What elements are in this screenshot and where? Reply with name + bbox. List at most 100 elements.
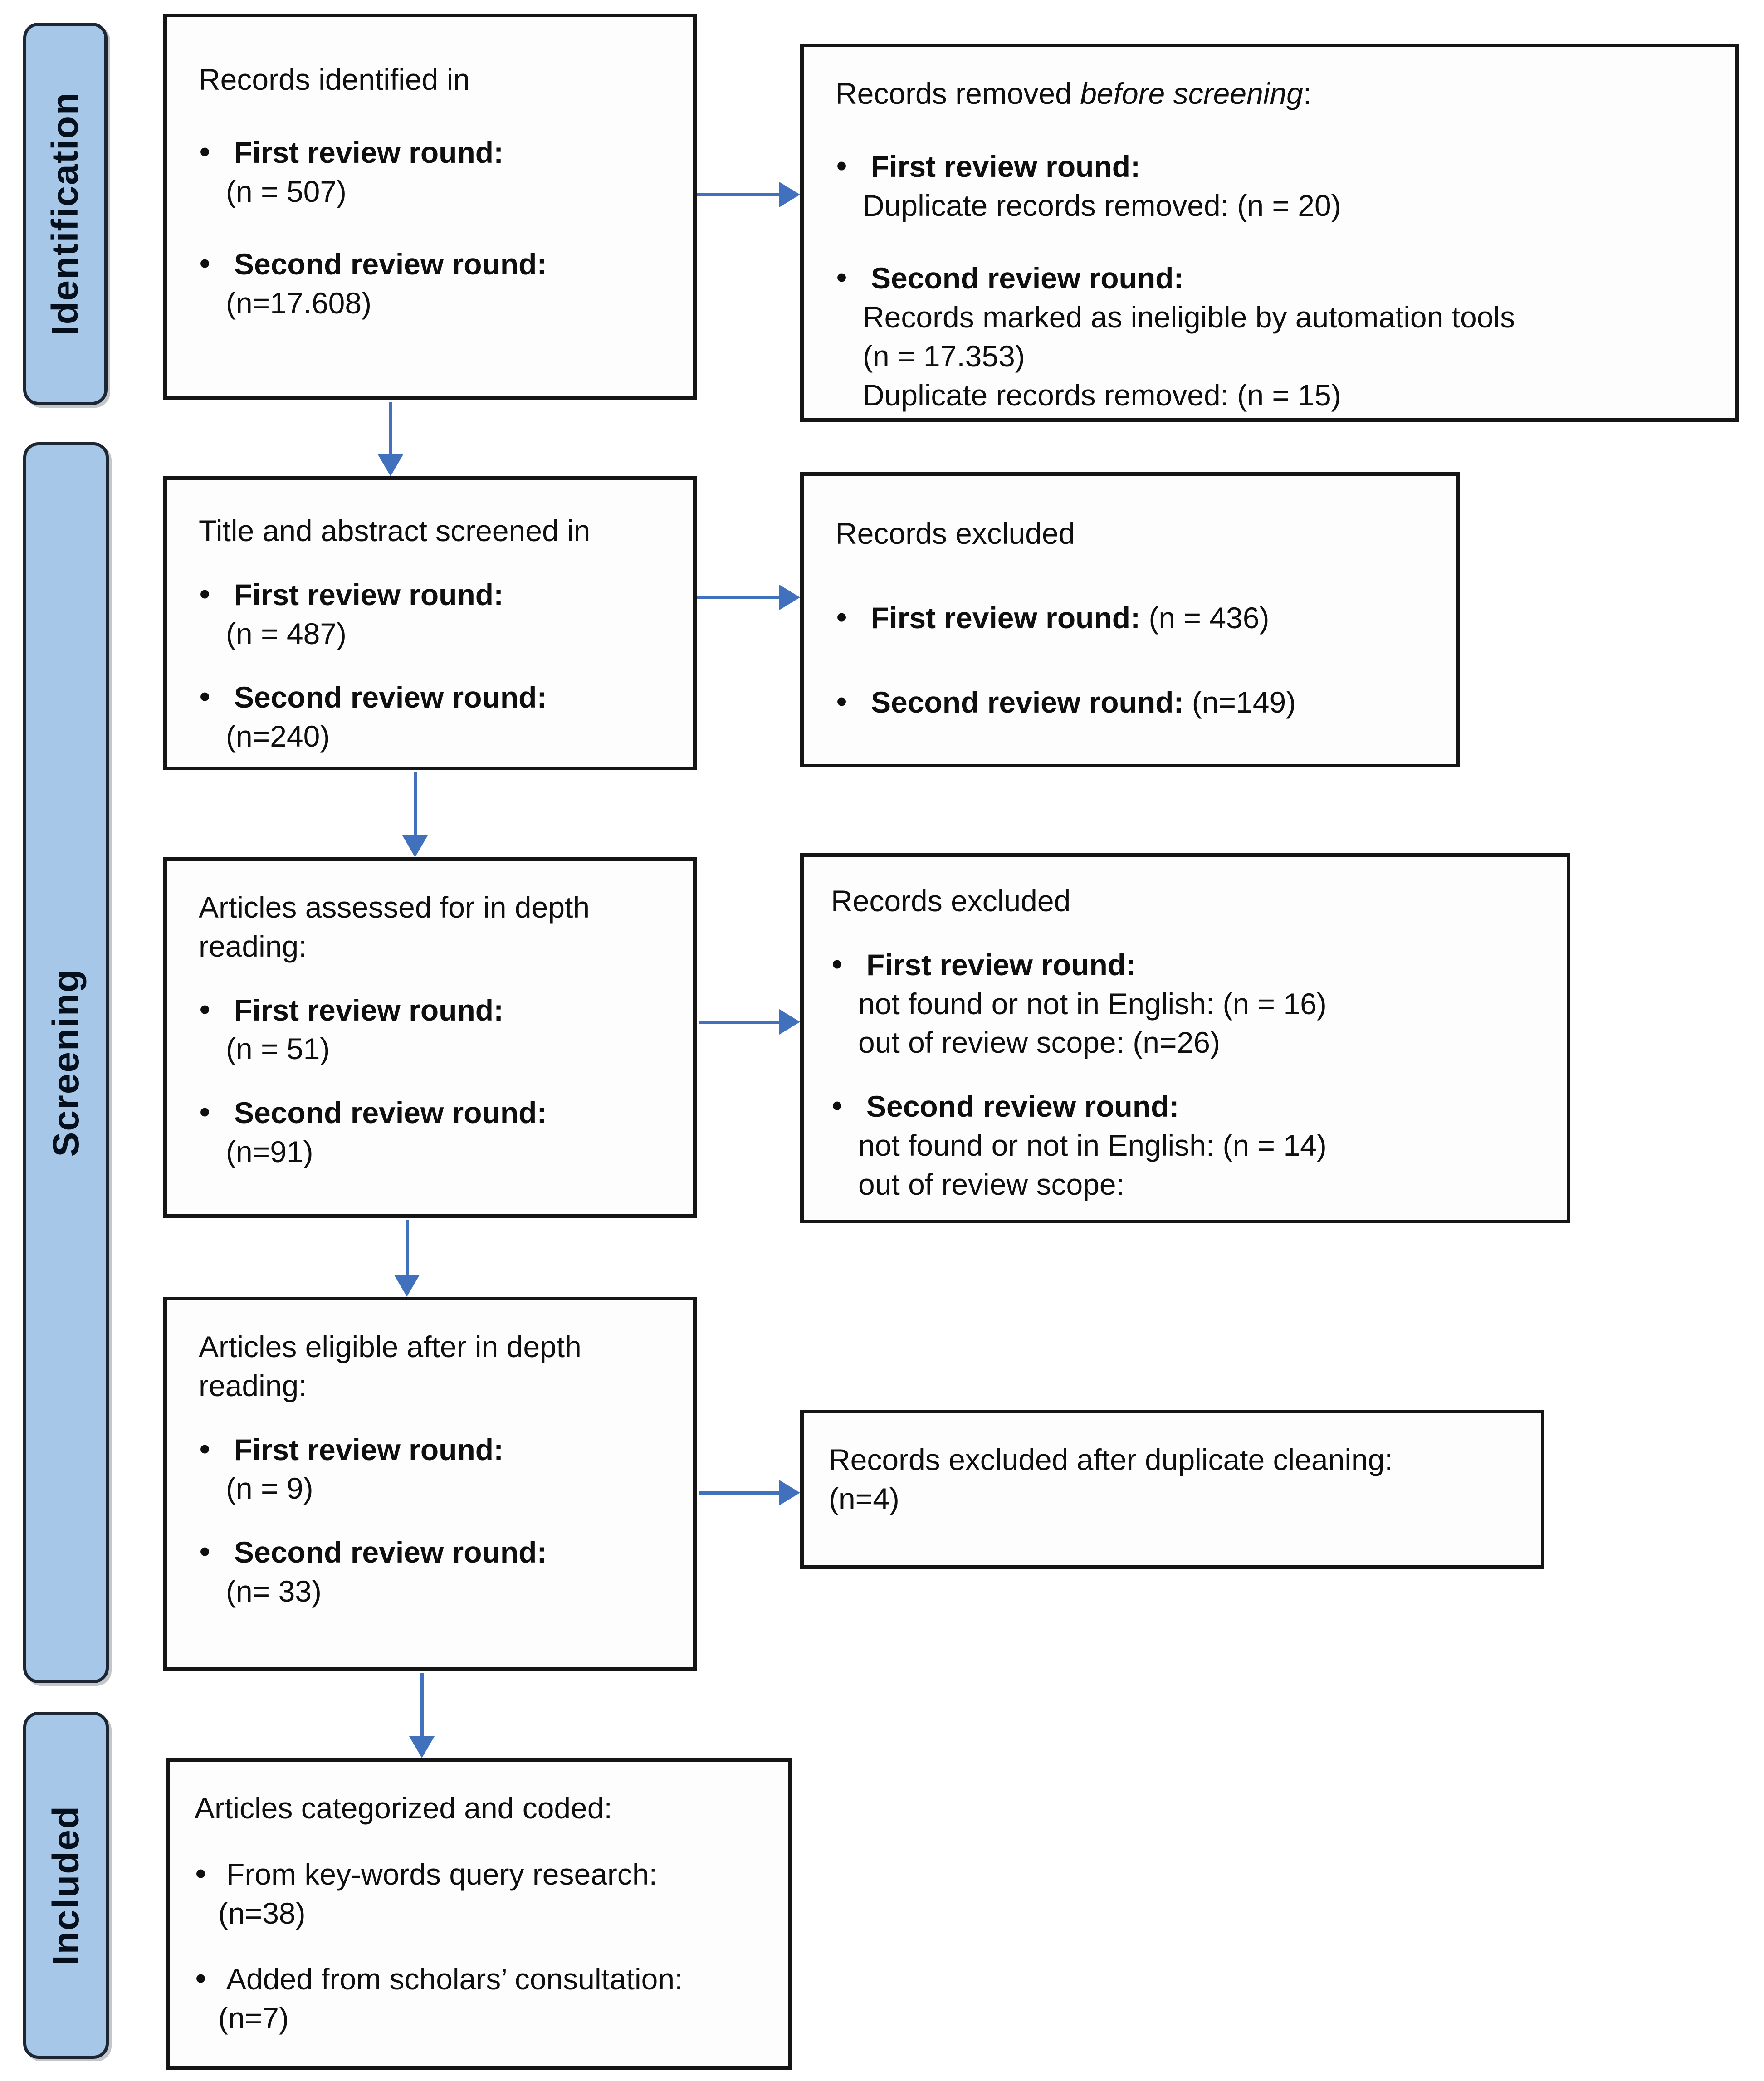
stage-label: Identification — [44, 92, 86, 336]
box-title: Records excluded — [831, 884, 1071, 918]
bullet-icon: • — [200, 1095, 210, 1129]
bullet-label: First review round: — [234, 135, 504, 169]
count-value: (n=91) — [226, 1134, 313, 1168]
list-item: • First review round: (n = 436) — [836, 599, 1438, 638]
box-title: Title and abstract screened in — [199, 514, 591, 547]
title-line: reading: — [199, 1368, 307, 1402]
arrowhead-down-icon — [409, 1736, 435, 1758]
list-item: • Second review round: not found or not … — [831, 1087, 1549, 1204]
bullet-icon: • — [832, 1089, 843, 1123]
count-value: (n=240) — [226, 719, 330, 753]
count-value: (n = 9) — [226, 1471, 313, 1505]
bullet-label: First review round: — [234, 1432, 504, 1466]
arrowhead-right-icon — [779, 585, 800, 610]
stage-label: Screening — [45, 968, 87, 1157]
count-value: (n = 51) — [226, 1032, 330, 1066]
count-value: (n=149) — [1183, 685, 1296, 719]
bullet-icon: • — [836, 600, 847, 634]
bullet-icon: • — [836, 260, 847, 294]
bullet-label: First review round: — [234, 993, 504, 1027]
bullet-icon: • — [836, 684, 847, 718]
box-articles-categorized: Articles categorized and coded: • From k… — [166, 1758, 792, 2070]
list-item: • First review round: (n = 487) — [199, 576, 675, 654]
title-line: reading: — [199, 929, 307, 963]
list-item: • Second review round: (n=240) — [199, 678, 675, 756]
count-value: (n=17.608) — [226, 286, 372, 320]
arrowhead-down-icon — [394, 1275, 420, 1297]
count-value: (n=7) — [218, 2001, 289, 2035]
bullet-icon: • — [200, 1534, 210, 1568]
stage-identification: Identification — [23, 23, 108, 405]
bullet-label: Second review round: — [234, 247, 547, 281]
arrowhead-right-icon — [779, 182, 800, 207]
detail-line: not found or not in English: (n = 14) — [858, 1128, 1327, 1162]
list-item: • Second review round: (n=91) — [199, 1094, 675, 1172]
detail-line: out of review scope: — [858, 1167, 1124, 1201]
bullet-label: First review round: — [871, 149, 1141, 183]
stage-label: Included — [45, 1805, 87, 1966]
count-value: (n = 507) — [226, 174, 347, 208]
arrowhead-down-icon — [402, 835, 428, 857]
bullet-label: First review round: — [871, 601, 1141, 635]
detail-line: Records marked as ineligible by automati… — [863, 300, 1515, 334]
list-item: • Second review round: (n=17.608) — [199, 245, 675, 323]
list-item: • Second review round: (n=149) — [836, 683, 1438, 722]
bullet-icon: • — [836, 148, 847, 182]
bullet-icon: • — [832, 947, 843, 981]
box-text: Records excluded after duplicate cleanin… — [829, 1443, 1393, 1476]
detail-line: out of review scope: (n=26) — [858, 1026, 1220, 1060]
title-text: Records removed — [836, 77, 1080, 110]
list-item: • First review round: (n = 9) — [199, 1431, 675, 1509]
arrowhead-down-icon — [378, 454, 403, 476]
bullet-icon: • — [195, 1961, 206, 1995]
title-text: : — [1303, 77, 1312, 110]
bullet-label: First review round: — [234, 577, 504, 611]
box-title: Records identified in — [199, 63, 470, 96]
count-value: (n = 487) — [226, 616, 347, 650]
bullet-label: Second review round: — [234, 1535, 547, 1569]
box-title: Records removed before screening: — [836, 74, 1717, 113]
box-title: Articles categorized and coded: — [195, 1791, 612, 1825]
count-value: (n = 436) — [1140, 601, 1270, 635]
count-value: (n= 33) — [226, 1574, 322, 1608]
bullet-icon: • — [200, 1431, 210, 1465]
box-records-removed-before-screening: Records removed before screening: • Firs… — [800, 44, 1739, 422]
list-item: • First review round: (n = 51) — [199, 991, 675, 1069]
box-records-identified: Records identified in • First review rou… — [163, 14, 697, 400]
bullet-label: Second review round: — [871, 261, 1184, 295]
bullet-icon: • — [200, 134, 210, 168]
arrowhead-right-icon — [779, 1009, 800, 1035]
bullet-label: Second review round: — [866, 1089, 1179, 1124]
box-title: Articles eligible after in depth reading… — [199, 1328, 675, 1406]
stage-included: Included — [23, 1712, 109, 2059]
box-articles-assessed: Articles assessed for in depth reading: … — [163, 857, 697, 1218]
bullet-icon: • — [200, 576, 210, 611]
box-records-excluded-duplicate-cleaning: Records excluded after duplicate cleanin… — [800, 1410, 1544, 1569]
bullet-label: Second review round: — [234, 680, 547, 714]
box-records-excluded-screening: Records excluded • First review round: (… — [800, 472, 1460, 767]
count-value: (n=38) — [218, 1896, 306, 1930]
list-item: • Added from scholars’ consultation: (n=… — [195, 1960, 770, 2038]
bullet-label: From key-words query research: — [226, 1857, 657, 1891]
list-item: • Second review round: Records marked as… — [836, 259, 1717, 415]
box-title-abstract-screened: Title and abstract screened in • First r… — [163, 476, 697, 770]
box-records-excluded-assessment: Records excluded • First review round: n… — [800, 853, 1570, 1223]
count-value: (n = 17.353) — [863, 339, 1025, 373]
box-title: Records excluded — [836, 517, 1075, 550]
list-item: • First review round: Duplicate records … — [836, 147, 1717, 225]
list-item: • First review round: (n = 507) — [199, 133, 675, 211]
bullet-label: First review round: — [866, 948, 1136, 982]
box-title: Articles assessed for in depth reading: — [199, 888, 675, 966]
detail-line: not found or not in English: (n = 16) — [858, 987, 1327, 1021]
box-articles-eligible: Articles eligible after in depth reading… — [163, 1297, 697, 1671]
detail-line: Duplicate records removed: (n = 20) — [863, 188, 1341, 222]
bullet-icon: • — [200, 246, 210, 280]
bullet-icon: • — [195, 1856, 206, 1890]
bullet-label: Added from scholars’ consultation: — [226, 1962, 683, 1996]
bullet-label: Second review round: — [871, 685, 1184, 719]
list-item: • From key-words query research: (n=38) — [195, 1855, 770, 1933]
list-item: • Second review round: (n= 33) — [199, 1533, 675, 1611]
arrowhead-right-icon — [779, 1480, 800, 1505]
bullet-icon: • — [200, 992, 210, 1026]
